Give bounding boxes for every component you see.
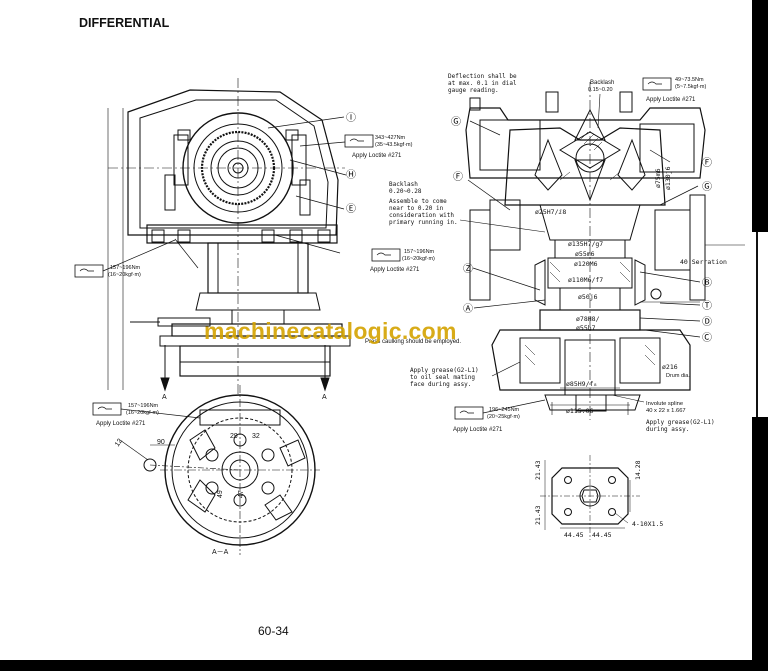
dim-d55a: ø55m6 <box>575 250 595 258</box>
section-label: A－A <box>212 549 229 556</box>
torque-box-mid-left <box>74 239 176 278</box>
note-spline-1: Involute spline <box>646 401 683 407</box>
torque-box-top-left <box>344 134 374 148</box>
torque-bottom-note: Apply Loctite #271 <box>453 427 503 433</box>
callout-e-top: Ⓔ <box>346 203 356 215</box>
differential-drawing: A A Ⓘ Ⓗ Ⓔ 343~427Nm (35~43.5kgf·m) Apply… <box>74 73 745 556</box>
flange-detail-view <box>540 455 640 540</box>
housing-front-view <box>107 78 351 395</box>
dim-d135: ø135H7/g7 <box>568 240 603 248</box>
torque-box-lower-left <box>92 402 201 419</box>
note-drum-dia-value: ø216 <box>662 363 678 371</box>
note-backlash-mid-5: consideration with <box>389 212 454 219</box>
dim-d25: ø25H7/ⅈ8 <box>535 208 566 216</box>
callout-f-right: Ⓕ <box>702 157 712 169</box>
dim-49: 49 <box>217 490 224 498</box>
note-grease-right-1: Apply grease(G2-L1) <box>646 419 715 426</box>
dim-d78: ø78H8/ <box>576 315 600 323</box>
torque-top-right-note: Apply Loctite #271 <box>646 97 696 103</box>
torque-mid-center-alt: (16~20kgf·m) <box>402 256 435 262</box>
note-backlash-top-2: 0.15~0.20 <box>588 87 613 93</box>
dim-90: 90 <box>157 439 165 446</box>
dim-32: 32 <box>252 433 260 440</box>
callout-a: Ⓐ <box>463 303 473 315</box>
page-title: DIFFERENTIAL <box>79 16 170 30</box>
callout-c: Ⓒ <box>702 332 712 344</box>
note-backlash-mid-6: primary running in. <box>389 219 458 226</box>
note-deflection-2: at max. 0.1 in dial <box>448 80 517 87</box>
torque-top-right-value: 49~73.5Nm <box>675 77 704 83</box>
note-backlash-mid-3: Assemble to come <box>389 198 447 205</box>
watermark: machinecatalogic.com <box>204 318 457 344</box>
callout-i-top: Ⓘ <box>346 112 356 124</box>
torque-box-mid-center <box>371 248 401 262</box>
note-spline-2: 40 x 22 x 1.667 <box>646 408 686 414</box>
note-drum-dia-label: Drum dia. <box>666 373 690 379</box>
callout-f-left: Ⓕ <box>453 171 463 183</box>
note-grease-left-2: to oil seal mating <box>410 374 475 381</box>
torque-mid-center-value: 157~196Nm <box>404 249 435 255</box>
dim-thread: 4-10X1.5 <box>632 520 663 528</box>
dim-d55b: ø55h7 <box>576 324 596 332</box>
note-backlash-mid-1: Backlash <box>389 181 418 188</box>
note-backlash-mid-4: near to 0.20 in <box>389 205 444 212</box>
torque-mid-left-alt: (16~20kgf·m) <box>108 272 141 278</box>
callout-h-top: Ⓗ <box>346 169 356 181</box>
dim-detail-h1: 44.45 <box>564 531 584 539</box>
note-grease-left-1: Apply grease(G2-L1) <box>410 367 479 374</box>
callout-g-left: Ⓖ <box>451 116 461 128</box>
note-backlash-mid-2: 0.20~0.28 <box>389 188 422 195</box>
torque-top-left-value: 343~427Nm <box>375 135 406 141</box>
manual-page: DIFFERENTIAL <box>0 0 752 660</box>
torque-mid-center-note: Apply Loctite #271 <box>370 267 420 273</box>
dim-detail-h2: 44.45 <box>592 531 612 539</box>
dim-47: 47 <box>238 490 245 498</box>
dim-d115: ø115.06 <box>566 407 593 415</box>
dim-12: 12 <box>114 438 124 448</box>
dim-detail-r: 14.28 <box>634 460 642 480</box>
torque-box-top-right <box>642 77 672 91</box>
torque-top-left-note: Apply Loctite #271 <box>352 153 402 159</box>
note-deflection-1: Deflection shall be <box>448 73 517 80</box>
torque-lower-left-alt: (16~20kgf·m) <box>126 410 159 416</box>
callout-z: Ⓩ <box>463 263 473 275</box>
section-aa-view <box>119 385 320 555</box>
dim-d110: ø110M6/f7 <box>568 276 603 284</box>
callout-g-right: Ⓖ <box>702 181 712 193</box>
note-caulking: Press caulking should be employed. <box>365 339 461 345</box>
note-backlash-top-1: Backlash <box>590 80 614 86</box>
callout-t: Ⓣ <box>702 300 712 312</box>
dim-d75: ø75m6 <box>654 168 662 188</box>
torque-top-left-alt: (35~43.5kgf·m) <box>375 142 413 148</box>
torque-mid-left-value: 157~196Nm <box>110 265 141 271</box>
section-mark-left: A <box>162 394 167 401</box>
torque-box-bottom-center <box>454 399 546 420</box>
dim-d130: ø130j6 <box>664 166 672 190</box>
differential-cross-section <box>465 82 745 420</box>
torque-lower-left-note: Apply Loctite #271 <box>96 421 146 427</box>
page-number: 60-34 <box>258 624 289 638</box>
torque-lower-left-value: 157~196Nm <box>128 403 159 409</box>
note-deflection-3: gauge reading. <box>448 87 499 94</box>
section-mark-right: A <box>322 394 327 401</box>
dim-detail-v1: 21.43 <box>534 460 542 480</box>
dim-d85: ø85H9/f₈ <box>566 380 597 388</box>
torque-bottom-value: 196~245Nm <box>489 407 520 413</box>
callout-d: Ⓓ <box>702 316 712 328</box>
dim-d120: ø120M6 <box>574 260 598 268</box>
dim-detail-v2: 21.43 <box>534 505 542 525</box>
dim-d50: ø50j6 <box>578 293 598 301</box>
note-serration: 40 Serration <box>680 258 727 266</box>
torque-bottom-alt: (20~25kgf·m) <box>487 414 520 420</box>
adjacent-page-edge <box>752 232 768 417</box>
note-grease-right-2: during assy. <box>646 426 689 433</box>
note-grease-left-3: face during assy. <box>410 381 471 388</box>
torque-top-right-alt: (5~7.5kgf·m) <box>675 84 706 90</box>
callout-b: Ⓑ <box>702 277 712 289</box>
dim-29: 29 <box>230 433 238 440</box>
